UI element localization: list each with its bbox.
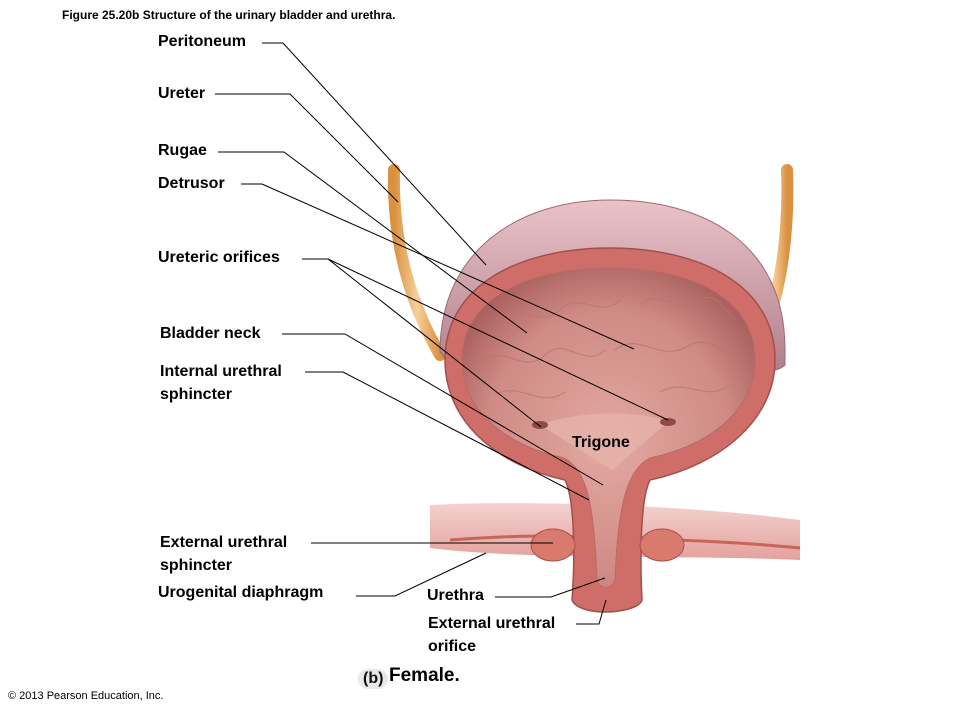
leader-ureteric-orifice-right <box>327 258 669 421</box>
panel-letter: (b) <box>358 669 389 689</box>
leader-urethra <box>495 577 606 598</box>
leader-rugae <box>218 151 528 334</box>
trigone-region <box>540 413 668 470</box>
ureteric-orifice-right <box>660 418 676 426</box>
label-ureter: Ureter <box>158 85 206 102</box>
label-internal-sphincter-line1: Internal urethral <box>160 363 282 380</box>
leader-bladder-neck <box>282 333 604 486</box>
leader-detrusor <box>241 183 635 350</box>
label-bladder-neck: Bladder neck <box>160 325 261 342</box>
rugae-folds <box>484 296 741 399</box>
external-sphincter-left <box>530 528 576 562</box>
label-detrusor: Detrusor <box>158 175 225 192</box>
panel-caption: Female. <box>389 665 460 686</box>
leader-internal-sphincter <box>305 371 590 501</box>
label-urogenital-diaphragm: Urogenital diaphragm <box>158 584 324 601</box>
leader-peritoneum <box>262 42 487 266</box>
leader-urogenital-diaphragm <box>356 552 487 597</box>
leader-external-orifice <box>576 599 607 625</box>
copyright-notice: © 2013 Pearson Education, Inc. <box>8 690 164 702</box>
label-external-orifice-line2: orifice <box>428 638 477 655</box>
label-trigone: Trigone <box>572 434 630 451</box>
label-internal-sphincter-line2: sphincter <box>160 386 233 403</box>
figure-title: Figure 25.20b Structure of the urinary b… <box>62 8 396 22</box>
label-ureteric-orifices: Ureteric orifices <box>158 249 280 266</box>
label-peritoneum: Peritoneum <box>158 33 247 50</box>
label-rugae: Rugae <box>158 142 207 159</box>
label-urethra: Urethra <box>427 587 484 604</box>
external-sphincter-right <box>639 528 685 562</box>
label-external-orifice-line1: External urethral <box>428 615 556 632</box>
label-external-sphincter-line2: sphincter <box>160 557 233 574</box>
leader-ureter <box>215 93 399 203</box>
label-external-sphincter-line1: External urethral <box>160 534 288 551</box>
